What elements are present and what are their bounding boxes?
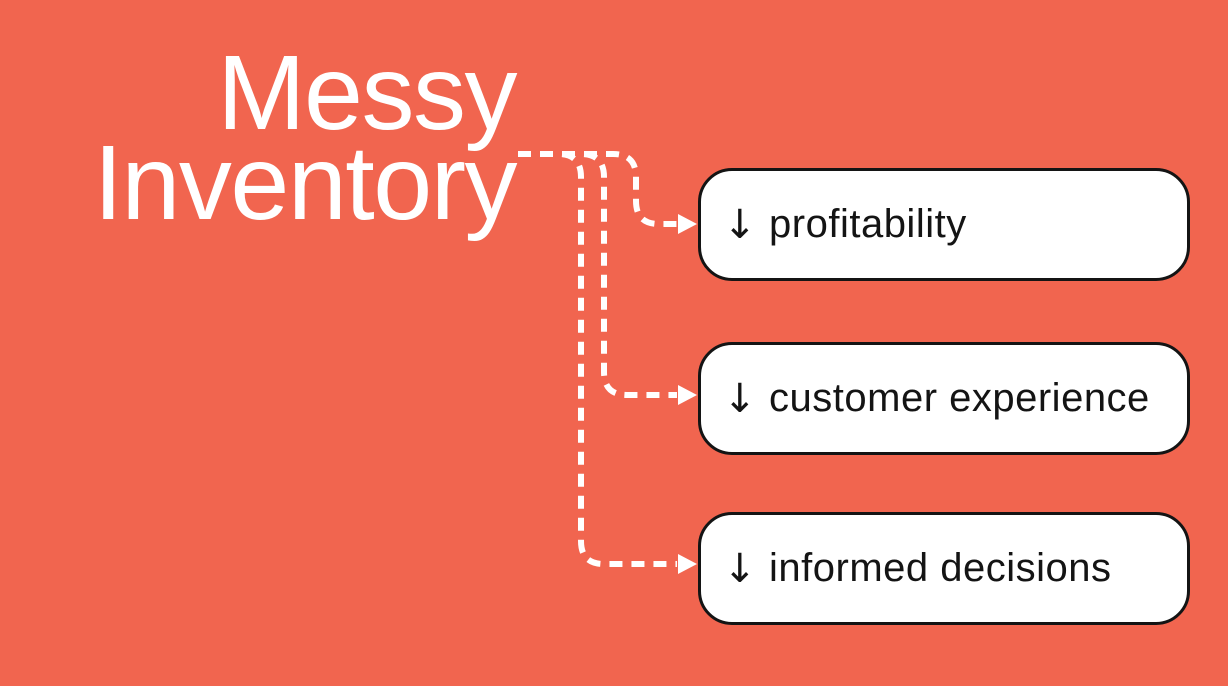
- connector-path-customer-experience: [518, 151, 677, 398]
- node-profitability: ↓ profitability: [698, 168, 1190, 281]
- connector-path-informed-decisions: [518, 151, 677, 567]
- down-arrow-icon: ↓: [723, 201, 758, 248]
- page-title: Messy Inventory: [0, 34, 517, 242]
- arrowhead-icon: [678, 214, 697, 234]
- node-label: informed decisions: [769, 546, 1112, 590]
- down-arrow-icon: ↓: [723, 545, 758, 592]
- node-customer-experience: ↓ customer experience: [698, 342, 1190, 455]
- connector-path-profitability: [518, 151, 677, 227]
- arrowhead-icon: [678, 554, 697, 574]
- title-line-2: Inventory: [93, 124, 517, 242]
- arrowhead-icon: [678, 385, 697, 405]
- down-arrow-icon: ↓: [723, 375, 758, 422]
- title-line-1: Messy: [217, 34, 517, 152]
- node-informed-decisions: ↓ informed decisions: [698, 512, 1190, 625]
- node-label: customer experience: [769, 376, 1150, 420]
- node-label: profitability: [769, 202, 967, 246]
